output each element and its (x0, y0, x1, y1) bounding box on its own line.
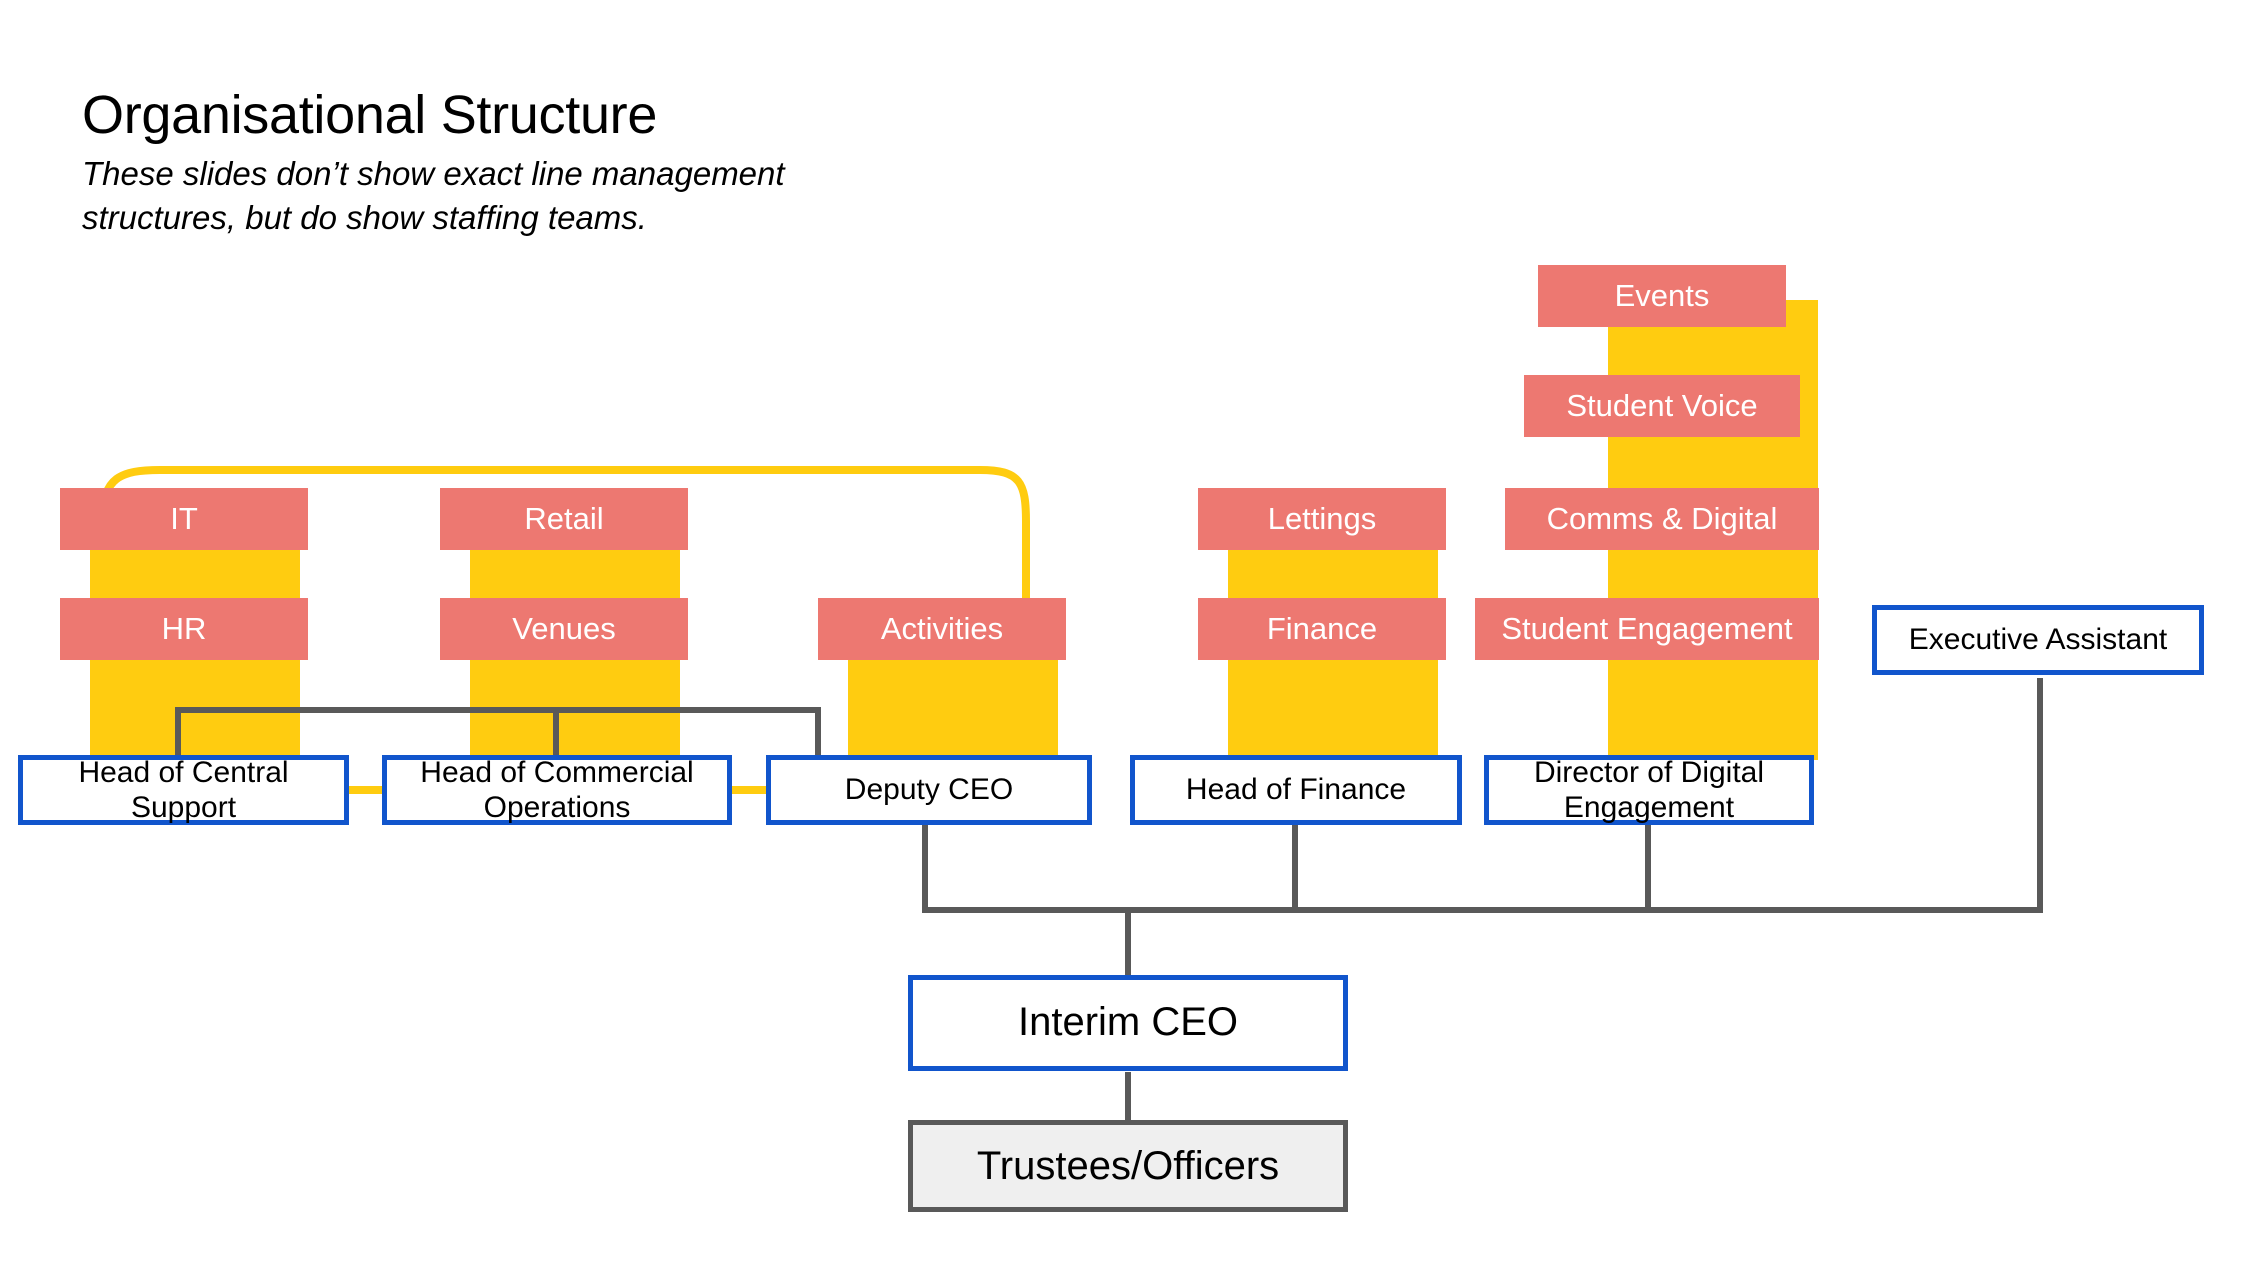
role-label: Deputy CEO (844, 773, 1014, 807)
role-label: Head of Finance (1185, 773, 1407, 807)
role-box-head-commercial-operations[interactable]: Head of Commercial Operations (382, 755, 732, 825)
team-label: HR (161, 610, 207, 646)
team-box-retail[interactable]: Retail (440, 488, 688, 550)
team-box-venues[interactable]: Venues (440, 598, 688, 660)
role-label: Trustees/Officers (976, 1143, 1280, 1188)
team-box-student-voice[interactable]: Student Voice (1524, 375, 1800, 437)
role-box-trustees-officers[interactable]: Trustees/Officers (908, 1120, 1348, 1212)
role-label: Executive Assistant (1908, 623, 2168, 657)
page-subtitle: These slides don’t show exact line manag… (82, 155, 785, 237)
team-label: Comms & Digital (1546, 500, 1778, 536)
team-box-events[interactable]: Events (1538, 265, 1786, 327)
slide-header: Organisational Structure These slides do… (82, 85, 1082, 240)
spine-deputy-ceo (848, 640, 1058, 760)
role-box-head-finance[interactable]: Head of Finance (1130, 755, 1462, 825)
page-title: Organisational Structure (82, 85, 658, 145)
role-label: Head of Commercial Operations (420, 755, 694, 824)
role-box-deputy-ceo[interactable]: Deputy CEO (766, 755, 1092, 825)
team-label: Finance (1266, 610, 1378, 646)
team-label: IT (170, 500, 198, 536)
team-box-activities[interactable]: Activities (818, 598, 1066, 660)
team-box-student-engagement[interactable]: Student Engagement (1475, 598, 1819, 660)
team-label: Student Voice (1566, 387, 1758, 423)
team-label: Activities (880, 610, 1004, 646)
role-box-director-digital-engagement[interactable]: Director of Digital Engagement (1484, 755, 1814, 825)
team-box-comms-digital[interactable]: Comms & Digital (1505, 488, 1819, 550)
role-label: Head of Central Support (78, 755, 289, 824)
team-label: Student Engagement (1501, 610, 1793, 646)
role-box-executive-assistant[interactable]: Executive Assistant (1872, 605, 2204, 675)
team-label: Venues (512, 610, 616, 646)
role-box-head-central-support[interactable]: Head of Central Support (18, 755, 349, 825)
team-label: Events (1614, 277, 1710, 313)
team-label: Lettings (1267, 500, 1377, 536)
team-box-lettings[interactable]: Lettings (1198, 488, 1446, 550)
role-label: Interim CEO (1017, 1000, 1239, 1045)
team-box-hr[interactable]: HR (60, 598, 308, 660)
role-label: Director of Digital Engagement (1533, 755, 1765, 824)
role-box-interim-ceo[interactable]: Interim CEO (908, 975, 1348, 1071)
team-box-finance[interactable]: Finance (1198, 598, 1446, 660)
team-box-it[interactable]: IT (60, 488, 308, 550)
team-label: Retail (524, 500, 604, 536)
